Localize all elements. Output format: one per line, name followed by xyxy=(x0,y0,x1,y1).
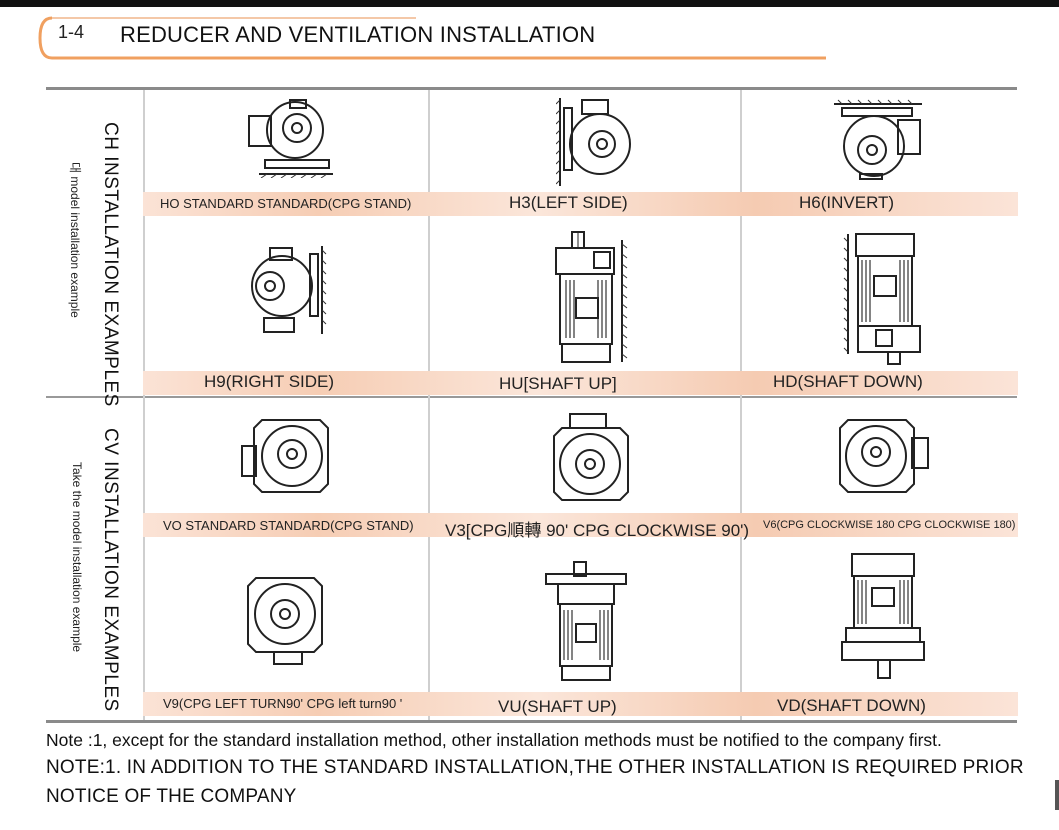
label-v3: V3[CPG順轉 90' CPG CLOCKWISE 90') xyxy=(445,521,750,540)
ch-section-subtitle: 대 model installation example xyxy=(68,162,82,318)
note-uppercase: NOTE:1. IN ADDITION TO THE STANDARD INST… xyxy=(46,757,1024,807)
scrollbar-thumb[interactable] xyxy=(1055,780,1059,810)
motor-hd-diagram xyxy=(843,233,921,365)
column-divider xyxy=(428,90,430,720)
motor-vd-diagram xyxy=(841,553,925,679)
label-band xyxy=(143,192,1018,216)
label-hd: HD(SHAFT DOWN) xyxy=(773,372,923,391)
label-h6: H6(INVERT) xyxy=(799,193,895,212)
table-top-rule xyxy=(46,87,1017,90)
table-middle-rule xyxy=(46,396,1017,398)
motor-v3-diagram xyxy=(553,413,629,501)
label-h9: H9(RIGHT SIDE) xyxy=(204,372,335,391)
label-band xyxy=(143,371,1018,395)
motor-h3-diagram xyxy=(556,98,631,186)
label-vo: VO STANDARD STANDARD(CPG STAND) xyxy=(163,518,414,533)
motor-h9-diagram xyxy=(251,246,327,334)
notes-block: Note :1, except for the standard install… xyxy=(46,729,1046,811)
ch-section-title: CH INSTALLATION EXAMPLES xyxy=(100,122,121,407)
note-english: Note :1, except for the standard install… xyxy=(46,730,942,750)
label-v6: V6(CPG CLOCKWISE 180 CPG CLOCKWISE 180) xyxy=(763,519,1016,531)
label-hu: HU[SHAFT UP] xyxy=(499,374,617,393)
section-number: 1-4 xyxy=(58,22,85,42)
table-bottom-rule xyxy=(46,720,1017,723)
column-divider xyxy=(740,90,742,720)
label-ho: HO STANDARD STANDARD(CPG STAND) xyxy=(160,196,412,211)
header-frame xyxy=(38,16,826,60)
motor-hu-diagram xyxy=(555,231,628,363)
section-header: 1-4 REDUCER AND VENTILATION INSTALLATION xyxy=(36,12,836,62)
cv-section-title: CV INSTALLATION EXAMPLES xyxy=(100,428,121,712)
motor-vo-diagram xyxy=(241,419,329,493)
motor-v6-diagram xyxy=(839,419,929,493)
cv-section-subtitle: Take the model installation example xyxy=(70,462,84,653)
top-border xyxy=(0,0,1059,7)
label-h3: H3(LEFT SIDE) xyxy=(509,193,628,212)
label-vd: VD(SHAFT DOWN) xyxy=(777,696,926,715)
label-band xyxy=(143,513,1018,537)
motor-v9-diagram xyxy=(247,577,323,665)
column-divider xyxy=(143,90,145,720)
motor-ho-diagram xyxy=(248,99,333,178)
section-title: REDUCER AND VENTILATION INSTALLATION xyxy=(120,22,596,47)
label-v9: V9(CPG LEFT TURN90' CPG left turn90 ' xyxy=(163,696,403,711)
motor-vu-diagram xyxy=(545,561,627,681)
label-vu: VU(SHAFT UP) xyxy=(498,697,617,716)
label-band xyxy=(143,692,1018,716)
motor-h6-diagram xyxy=(834,99,922,180)
